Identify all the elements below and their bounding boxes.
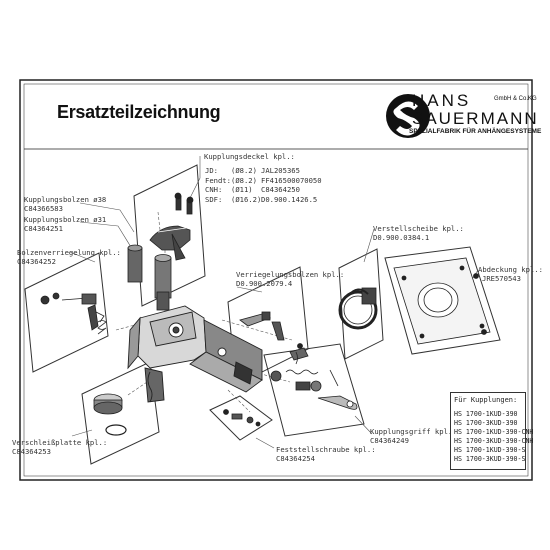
label-kupplungsdeckel: Kupplungsdeckel kpl.: [204,152,295,161]
spec-code: FF416500070050 [261,175,322,185]
legend-title: Für Kupplungen: [454,396,518,404]
leader-verriegelungsbolzen [236,286,263,293]
label-kupplungsbolzen-31: Kupplungsbolzen ø31 [24,215,107,224]
code-abdeckung: JRE570543 [482,274,521,283]
spec-size: (Ø16.2) [231,194,262,204]
code-verriegelungsbolzen: D0.900.2079.4 [236,279,293,288]
panel-kupplungsgriff [263,343,365,437]
code-feststellschraube: C84364254 [276,454,315,463]
legend-item: HS 1700-3KUD-390 [454,419,518,427]
spec-code: C84364250 [261,185,300,194]
spec-brand: CNH: [205,185,223,194]
spec-code: JAL205365 [261,166,300,175]
legend-item: HS 1700-1KUD-390-S [454,446,526,454]
label-verstellscheibe: Verstellscheibe kpl.: [373,224,464,233]
code-kupplungsbolzen-31: C84364251 [24,224,63,233]
axis-line-bolzen [157,211,161,231]
spec-code: D0.900.1426.5 [261,194,318,204]
panel-bolzenverriegelung [24,252,109,373]
kupplungsgriff-illustration [270,369,358,410]
label-kupplungsgriff: Kupplungsgriff kpl.: [370,427,457,436]
legend-item: HS 1700-3KUD-390-CNH [454,437,534,445]
spec-brand: Fendt: [205,175,231,185]
sheet-frame [19,79,533,481]
legend-item: HS 1700-3KUD-390-S [454,455,526,463]
label-bolzenverriegelung: Bolzenverriegelung kpl.: [17,248,121,257]
label-verschleissplatte: Verschleißplatte kpl.: [12,438,108,447]
brand-name-line1: HANS [412,91,472,110]
label-feststellschraube: Feststellschraube kpl.: [276,445,376,454]
spec-brand: JD: [205,166,218,175]
label-verriegelungsbolzen: Verriegelungsbolzen kpl.: [236,270,345,279]
code-bolzenverriegelung: C84364252 [17,257,56,266]
legend-item: HS 1700-1KUD-390 [454,410,518,418]
verschleissplatte-illustration [93,393,127,436]
feststellschraube-illustration [223,409,261,427]
spec-size: (Ø11) [231,185,253,194]
panel-verstellscheibe [338,248,384,360]
compatibility-legend-box [450,392,526,470]
leader-verschleissplatte [71,429,93,437]
label-abdeckung: Abdeckung kpl.: [478,265,543,274]
brand-name-line2: SAUERMANN [412,109,539,128]
page-title: Ersatzteilzeichnung [57,102,221,122]
axis-line-schraube [227,389,251,413]
leader-verstellscheibe [363,228,375,263]
sheet-inner-frame [23,83,529,477]
leader-bolzen31 [79,221,135,253]
panel-feststellschraube [209,395,273,441]
spec-size: (Ø8.2) [231,175,257,185]
panel-abdeckung [384,246,501,355]
code-kupplungsbolzen-38: C84366583 [24,204,63,213]
code-verschleissplatte: C84364253 [12,447,51,456]
leader-kupplungsdeckel [189,156,201,199]
panel-verschleissplatte [81,361,160,465]
label-kupplungsbolzen-38: Kupplungsbolzen ø38 [24,195,107,204]
spec-size: (Ø8.2) [231,166,257,175]
coupling-body-illustration [127,305,263,403]
s-monogram-logo-icon [386,94,430,138]
leader-bolzen38 [79,202,135,233]
axis-line-griff [239,367,291,383]
bolzenverriegelung-illustration [40,292,107,335]
code-verstellscheibe: D0.900.0384.1 [373,233,430,242]
kupplungsdeckel-illustration [149,192,194,261]
spec-brand: SDF: [205,194,223,204]
verriegelungsbolzen-illustration [239,311,309,365]
kupplungsbolzen-illustration [127,244,172,311]
code-kupplungsgriff: C84364249 [370,436,409,445]
abdeckung-illustration [393,257,491,345]
leader-kupplungsgriff [354,415,373,435]
brand-legal-form: GmbH & Co.KG [494,96,537,102]
leader-feststellschraube [255,437,275,449]
legend-item: HS 1700-1KUD-390-CNH [454,428,534,436]
brand-tagline: SPEZIALFABRIK FÜR ANHÄNGESYSTEME [409,128,542,135]
leader-bolzenverriegelung [69,251,96,263]
verstellscheibe-illustration [338,287,378,330]
